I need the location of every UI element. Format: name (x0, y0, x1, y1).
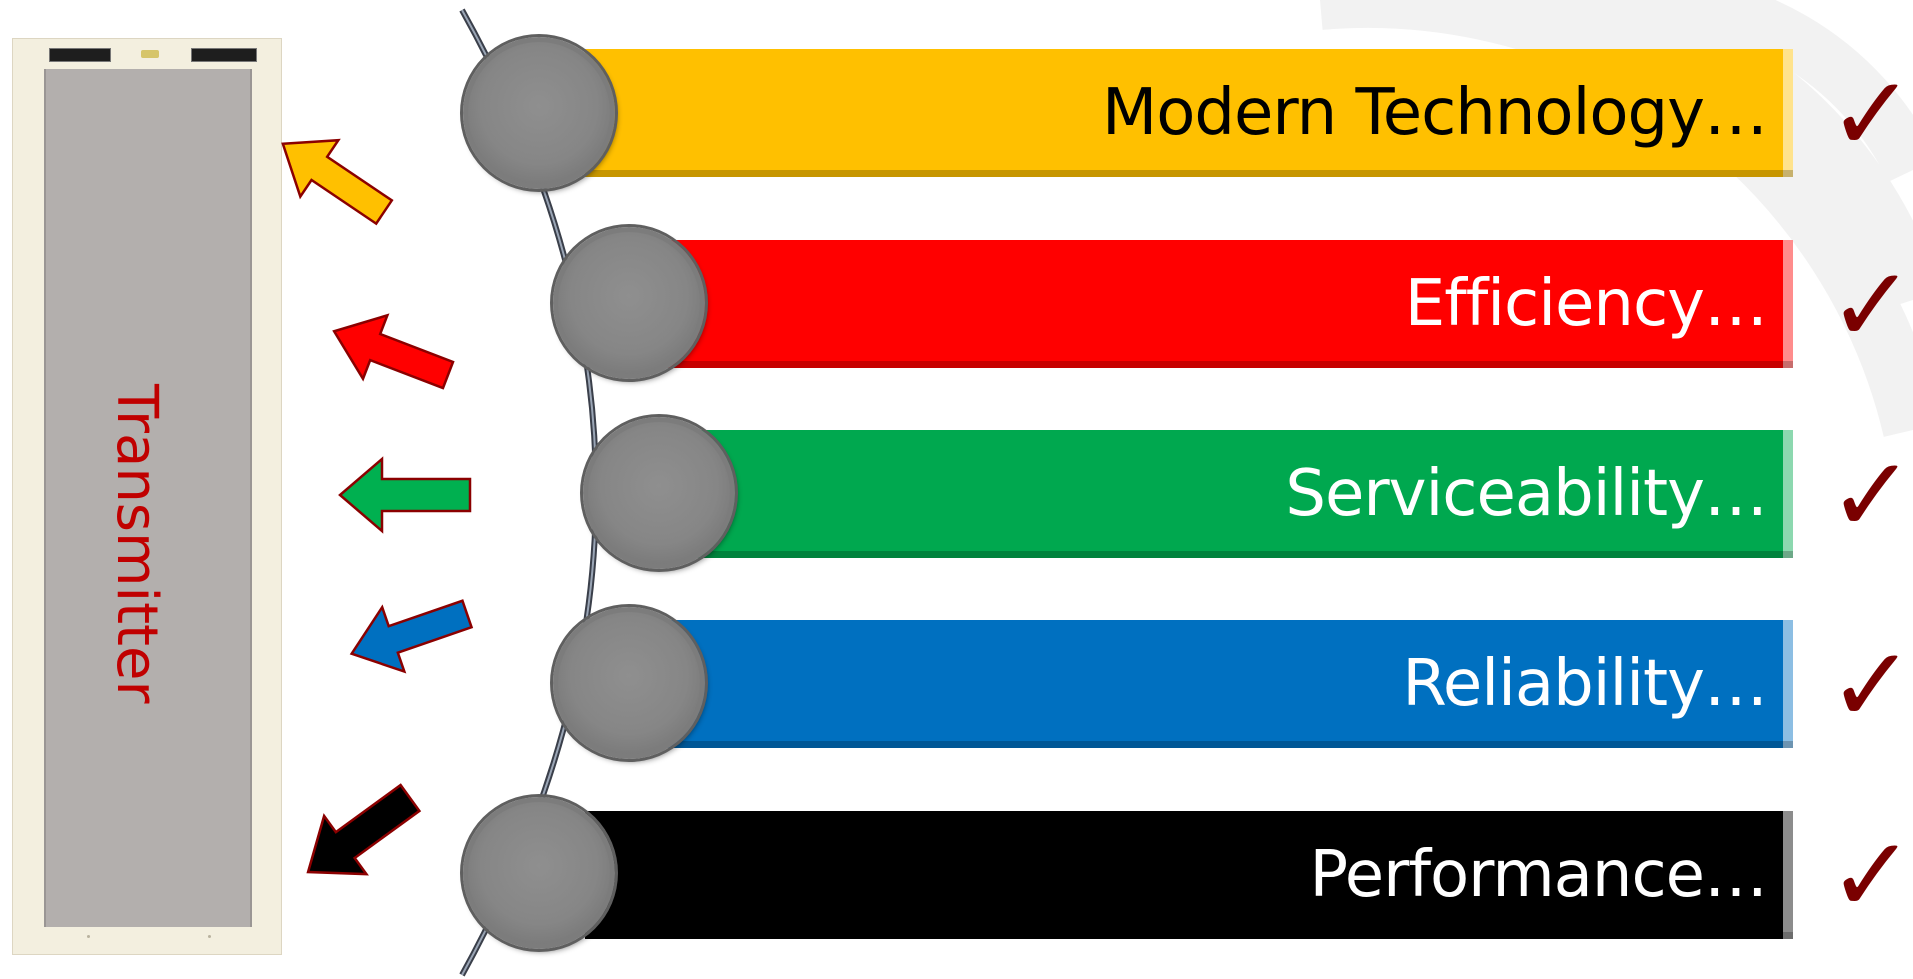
transmitter-cabinet (12, 38, 282, 955)
arrow-left-icon (306, 783, 422, 876)
checkmark-icon: ✓ (1828, 434, 1913, 556)
item-node-circle (463, 797, 615, 949)
checkmark-icon: ✓ (1828, 244, 1913, 366)
arrow-left-icon (349, 599, 474, 674)
item-bar-efficiency: Efficiency… (660, 240, 1793, 368)
cabinet-badge (141, 50, 159, 58)
item-node-circle (553, 607, 705, 759)
checkmark-icon: ✓ (1828, 624, 1913, 746)
cabinet-sticker (49, 48, 111, 62)
item-bar-reliability: Reliability… (660, 620, 1793, 748)
item-bar-performance: Performance… (585, 811, 1793, 939)
item-label: Modern Technology… (1102, 76, 1768, 150)
cabinet-rivet (87, 935, 90, 938)
cabinet-sticker (191, 48, 257, 62)
arrow-left-icon (338, 456, 472, 534)
item-label: Performance… (1309, 838, 1768, 912)
item-label: Efficiency… (1404, 267, 1768, 341)
item-bar-serviceability: Serviceability… (690, 430, 1793, 558)
item-node-circle (553, 227, 705, 379)
cabinet-rivet (208, 935, 211, 938)
cabinet-front-panel (44, 69, 252, 927)
checkmark-icon: ✓ (1828, 814, 1913, 936)
arrow-left-icon (281, 138, 394, 226)
item-node-circle (463, 37, 615, 189)
checkmark-icon: ✓ (1828, 53, 1913, 175)
item-label: Serviceability… (1285, 457, 1768, 531)
item-bar-modern-technology: Modern Technology… (585, 49, 1793, 177)
item-node-circle (583, 417, 735, 569)
item-label: Reliability… (1402, 647, 1768, 721)
arrow-left-icon (332, 313, 455, 390)
